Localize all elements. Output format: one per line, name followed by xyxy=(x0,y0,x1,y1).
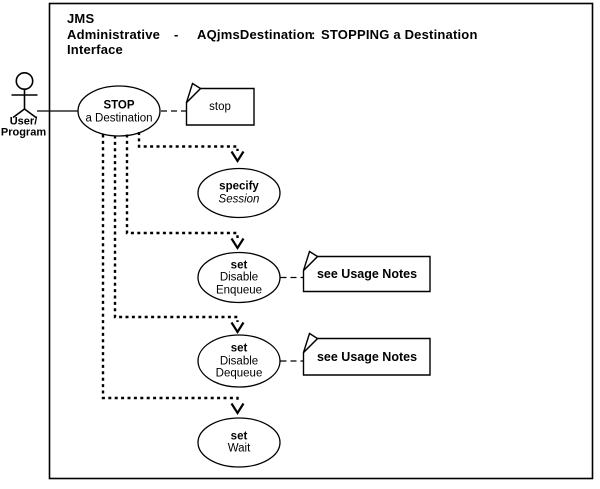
title-interface-line2: Interface xyxy=(67,42,123,57)
title-colon: : xyxy=(311,26,316,42)
use-case-set-disable-enqueue xyxy=(197,251,281,304)
flow-line-set-disable-dequeue xyxy=(113,135,239,322)
use-case-label-set-wait: set Wait xyxy=(228,430,251,455)
flow-line-specify-session xyxy=(137,132,239,151)
uc-line: set xyxy=(230,342,248,355)
arrowhead-down-icon xyxy=(230,402,245,416)
actor-label-line2: Program xyxy=(0,126,47,138)
flow-line-set-disable-enqueue xyxy=(125,134,239,238)
use-case-label-set-disable-dequeue: set Disable Dequeue xyxy=(216,342,263,380)
uc-line: STOP xyxy=(103,99,135,112)
title-dash: - xyxy=(174,26,179,42)
actor-leg-right xyxy=(24,108,37,119)
actor-label: User/ Program xyxy=(0,115,47,138)
actor-leg-left xyxy=(12,108,25,119)
note-usage-enqueue-label: see Usage Notes xyxy=(316,267,418,281)
diagram-title: JMS Administrative Interface xyxy=(67,11,160,58)
use-case-label-set-disable-enqueue: set Disable Enqueue xyxy=(216,259,262,297)
title-interface-line: Administrative xyxy=(67,26,161,42)
uc-line: Dequeue xyxy=(215,367,263,380)
uc-line: Session xyxy=(218,193,260,205)
note-usage-enqueue xyxy=(302,250,431,293)
uc-line: Wait xyxy=(227,442,251,455)
uc-line: Enqueue xyxy=(215,283,263,296)
uc-line: specify xyxy=(219,180,259,193)
use-case-label-specify-session: specify Session xyxy=(219,181,260,206)
actor-figure xyxy=(11,72,38,119)
actor-label-line1: User/ xyxy=(9,115,38,128)
note-usage-enqueue-fold-icon xyxy=(302,250,319,271)
title-operation: STOPPING a Destination xyxy=(321,26,478,42)
arrowhead-down-icon xyxy=(230,321,245,335)
title-product: JMS xyxy=(67,11,95,26)
uc-line: Disable xyxy=(219,354,259,367)
note-stop-fold-icon xyxy=(185,82,202,103)
note-stop-label: stop xyxy=(209,101,231,113)
uc-line: Disable xyxy=(219,271,259,284)
note-stop xyxy=(185,82,255,126)
note-usage-dequeue xyxy=(302,332,431,376)
actor-head xyxy=(15,72,34,91)
uc-line: a Destination xyxy=(85,112,153,124)
arrowhead-down-icon xyxy=(230,150,245,164)
system-boundary xyxy=(48,2,594,480)
use-case-set-wait xyxy=(197,417,281,468)
uc-line: set xyxy=(230,258,248,271)
use-case-specify-session xyxy=(197,167,281,219)
arrowhead-down-icon xyxy=(230,237,245,251)
title-class-name: AQjmsDestination xyxy=(197,26,313,42)
use-case-set-disable-dequeue xyxy=(197,334,281,388)
note-usage-dequeue-label: see Usage Notes xyxy=(316,350,418,364)
use-case-label-stop-destination: STOP a Destination xyxy=(85,100,152,125)
uc-line: set xyxy=(230,430,248,442)
use-case-stop-destination xyxy=(77,85,161,137)
note-usage-dequeue-fold-icon xyxy=(302,332,319,353)
